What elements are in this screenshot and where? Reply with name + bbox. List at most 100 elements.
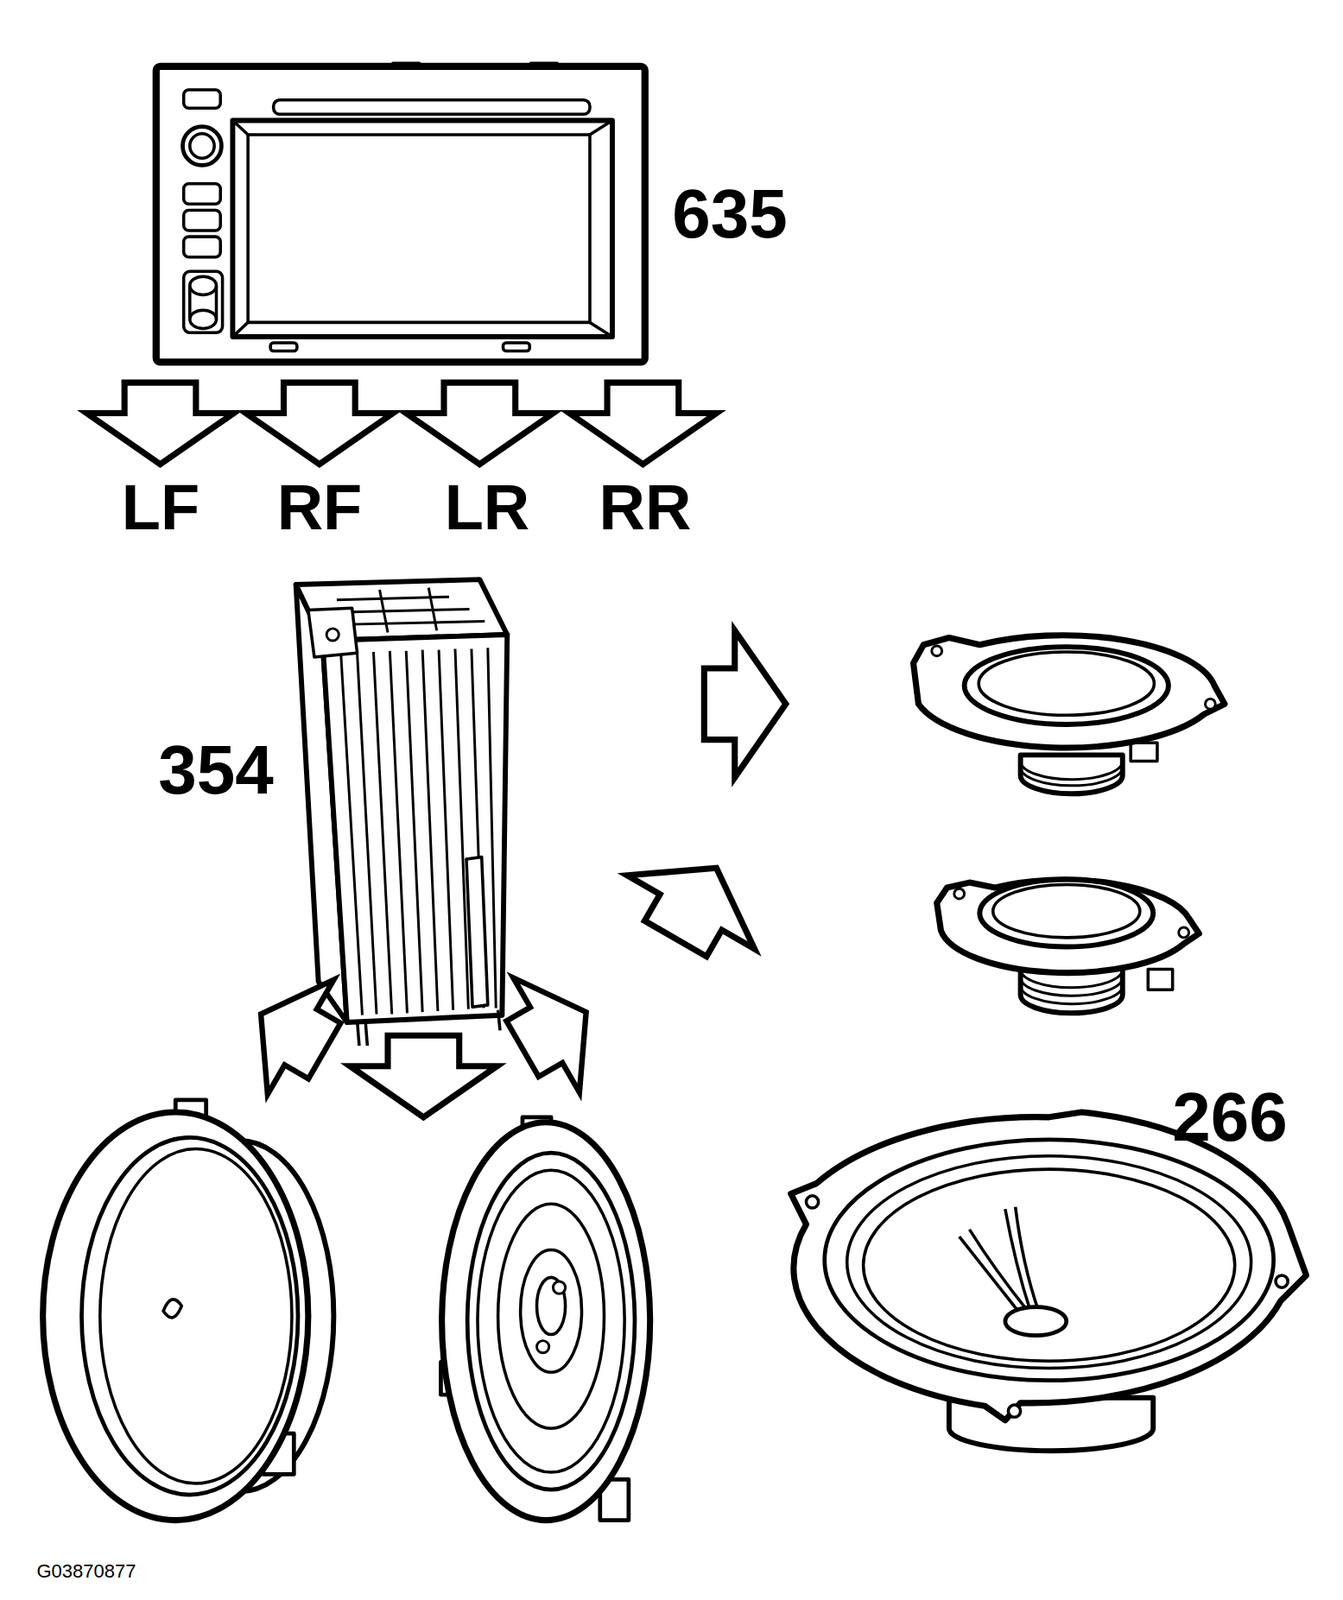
amplifier-part-part xyxy=(342,608,470,613)
radio-unit-part xyxy=(183,183,222,205)
door-speaker-part xyxy=(498,1203,605,1429)
woofer-speaker xyxy=(791,1112,1307,1451)
radio-unit-part xyxy=(183,209,222,231)
radio-unit-part xyxy=(156,66,646,363)
door-speaker-part xyxy=(100,1148,292,1484)
amplifier-part xyxy=(322,634,507,1023)
tweeter-speaker-part-part xyxy=(1020,985,1123,1004)
channel-arrows-part xyxy=(246,382,393,465)
radio-unit-part xyxy=(190,133,215,159)
radio-unit-part xyxy=(215,285,219,320)
woofer-speaker-part xyxy=(824,1140,1274,1382)
tweeter-speaker-part xyxy=(979,880,1153,948)
callout-number: 266 xyxy=(1171,1083,1287,1153)
radio-unit-part xyxy=(247,134,590,323)
channel-label: LR xyxy=(444,475,531,540)
tweeter-speaker-part xyxy=(1178,927,1190,938)
radio-unit-part xyxy=(270,342,298,351)
illustration-group xyxy=(43,63,1307,1521)
door-speaker-part xyxy=(477,1170,625,1473)
amplifier-part-part xyxy=(348,621,485,626)
amplifier-part-part xyxy=(487,647,496,1008)
channel-label: LF xyxy=(121,475,200,540)
door-speaker-part xyxy=(163,1299,182,1318)
woofer-speaker-part-part xyxy=(1015,1207,1039,1313)
amplifier-part-part xyxy=(380,589,388,634)
woofer-speaker-part xyxy=(805,1196,818,1209)
door-speaker-part xyxy=(537,1341,550,1354)
door-speaker xyxy=(440,1117,650,1521)
woofer-speaker-part xyxy=(863,1169,1236,1362)
tweeter-speaker xyxy=(937,880,1200,1014)
radio-unit-part xyxy=(232,120,248,135)
radio-unit-part xyxy=(589,322,613,337)
tweeter-speaker-part-part xyxy=(1020,767,1123,786)
tweeter-speaker-part xyxy=(993,884,1141,938)
amplifier-part xyxy=(357,1020,368,1047)
woofer-speaker-part xyxy=(959,1207,1039,1315)
door-speaker xyxy=(43,1100,335,1521)
amplifier-part-part xyxy=(357,652,377,1014)
door-speaker-part xyxy=(442,1122,651,1521)
channel-arrows-part xyxy=(405,382,553,465)
amplifier-part-part xyxy=(373,652,392,1014)
woofer-speaker-part xyxy=(1275,1275,1288,1288)
tweeter-speaker-part xyxy=(1147,969,1172,991)
radio-unit-part xyxy=(183,271,223,333)
amplifier-part xyxy=(326,628,339,641)
amplifier-part xyxy=(498,1010,501,1032)
tweeter-speaker-part xyxy=(913,635,1225,748)
tweeter-speaker-part xyxy=(954,888,965,900)
radio-unit xyxy=(156,63,646,362)
amplifier-part xyxy=(466,857,488,1008)
door-speaker-part xyxy=(520,1249,583,1373)
tweeter-speaker-part xyxy=(931,646,943,657)
radio-unit-part xyxy=(232,322,248,337)
amplifier-part-part xyxy=(405,651,423,1013)
tweeter-speaker-part xyxy=(1020,754,1123,794)
amplifier-part-part xyxy=(428,588,437,632)
amplifier-part-part xyxy=(455,648,469,1009)
door-speaker-part xyxy=(82,1137,298,1496)
channel-arrows-part xyxy=(86,382,234,465)
radio-unit-part xyxy=(183,89,222,108)
output-arrows-part xyxy=(349,1035,497,1118)
output-arrows xyxy=(228,630,786,1118)
tweeter-speaker-part-part xyxy=(1020,977,1123,996)
amplifier-part-part xyxy=(389,651,407,1014)
tweeter-speaker-part xyxy=(1130,742,1158,761)
door-speaker-part xyxy=(43,1112,309,1521)
tweeter-speaker-part xyxy=(937,880,1200,974)
amplifier-part-part xyxy=(336,596,450,601)
door-speaker-part xyxy=(552,1281,565,1294)
radio-unit-part xyxy=(589,120,613,135)
callout-number: 354 xyxy=(158,735,273,805)
amplifier xyxy=(296,579,508,1046)
radio-unit-part xyxy=(183,126,222,166)
output-arrows-part xyxy=(489,955,620,1107)
tweeter-speaker-part xyxy=(1204,698,1216,710)
amplifier-part-part xyxy=(438,650,454,1011)
output-arrows-part xyxy=(703,630,786,778)
woofer-speaker-part xyxy=(1007,1405,1020,1418)
woofer-speaker-part xyxy=(791,1112,1307,1421)
tweeter-speaker-part xyxy=(1020,760,1123,786)
channel-label: RR xyxy=(599,475,692,540)
radio-unit-part xyxy=(183,236,222,258)
amplifier-part xyxy=(308,608,358,658)
output-arrows-part xyxy=(228,956,358,1109)
radio-unit-part xyxy=(232,120,613,336)
radio-unit-part xyxy=(190,276,217,295)
radio-unit-part xyxy=(273,100,590,115)
tweeter-speaker-part-part xyxy=(1020,760,1123,780)
radio-unit-part xyxy=(503,342,531,351)
tweeter-speaker-part xyxy=(978,652,1154,716)
callout-number: 635 xyxy=(671,179,787,249)
tweeter-speaker xyxy=(913,635,1225,795)
tweeter-speaker-part xyxy=(964,646,1169,725)
woofer-speaker-part xyxy=(1005,1307,1067,1337)
woofer-speaker-part-part xyxy=(959,1236,1021,1315)
channel-arrows xyxy=(86,382,716,465)
